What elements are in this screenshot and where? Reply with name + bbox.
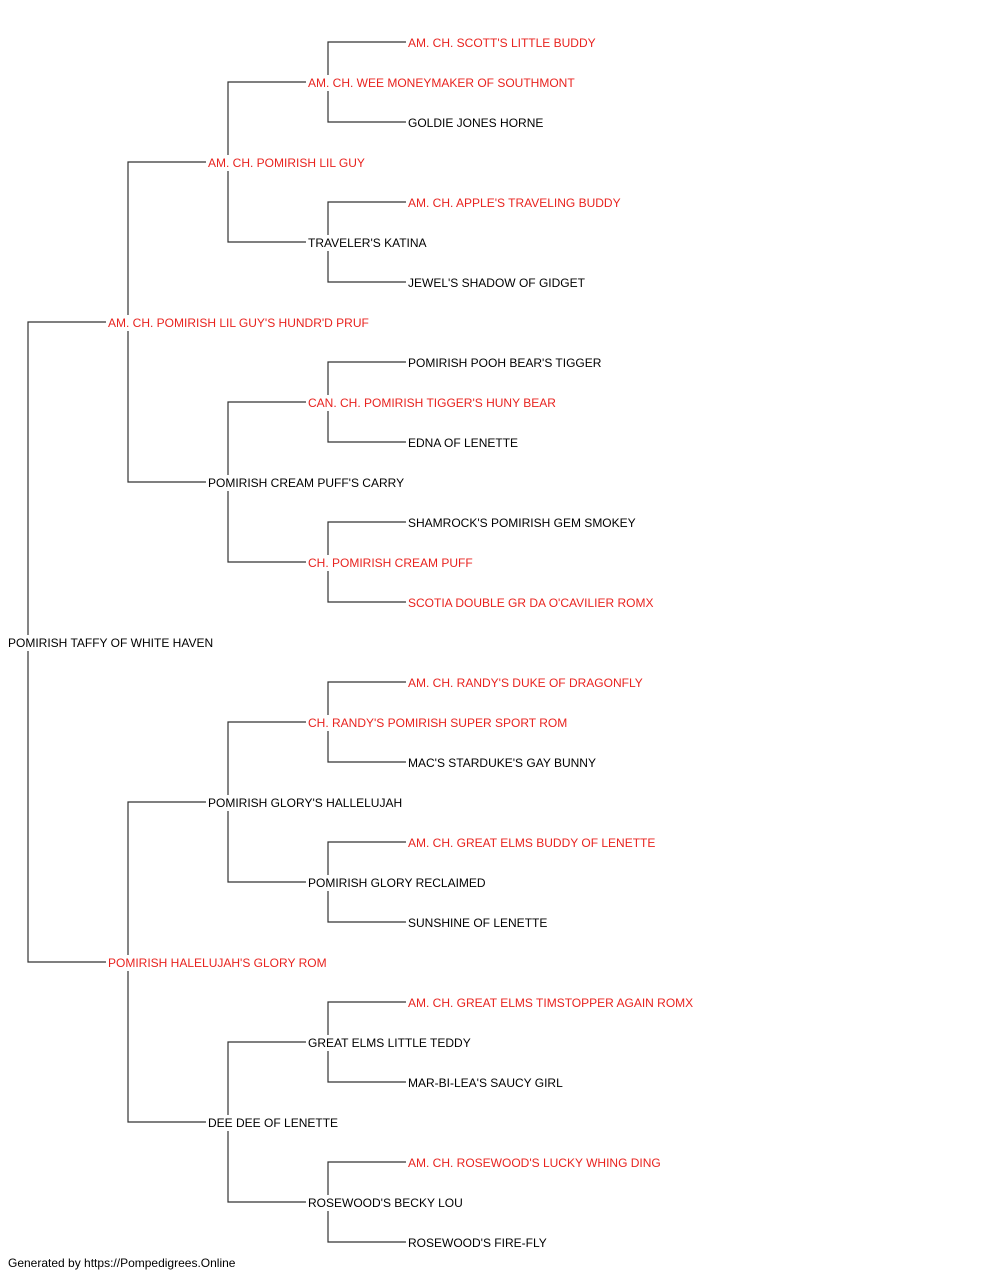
dog-sire-sire-dam-sire-dam: DENDY'S MISS AMERICA <box>508 0 650 3</box>
connector-dam-dam-sire <box>227 1041 306 1115</box>
dog-sire-sire-sire: AM. CH. WEE MONEYMAKER OF SOUTHMONT <box>308 76 575 90</box>
dog-sire-dam-dam-dam: SCOTIA DOUBLE GR DA O'CAVILIER ROMX <box>408 596 653 610</box>
connector-dam-sire <box>127 801 206 955</box>
connector-dam-sire-sire-sire <box>327 681 406 715</box>
dog-sire-sire-dam-dam: JEWEL'S SHADOW OF GIDGET <box>408 276 586 290</box>
dog-sire-dam-dam-dam-dam: AM. CH. SCOTIA CAV'S LAY A-WAY BROCHURE <box>508 0 775 3</box>
connector-sire-dam-sire-sire <box>327 361 406 395</box>
dog-dam-sire-dam-dam: SUNSHINE OF LENETTE <box>408 916 547 930</box>
connector-dam-sire-dam-sire <box>327 841 406 875</box>
connector-dam-sire-dam <box>227 811 306 883</box>
dog-dam-dam-dam-sire-dam: WEE LUCKY DIGGER <box>508 0 629 3</box>
dog-dam-sire-dam: POMIRISH GLORY RECLAIMED <box>308 876 486 890</box>
connector-sire-dam-dam-dam <box>327 571 406 603</box>
dog-dam-dam-dam: ROSEWOOD'S BECKY LOU <box>308 1196 463 1210</box>
dog-dam-sire-dam-sire-sire: AM. CH. GREAT ELMS TIMSTOPPER'S IMAGE RO… <box>508 0 797 3</box>
dog-dam-dam-sire-sire: AM. CH. GREAT ELMS TIMSTOPPER AGAIN ROMX <box>408 996 693 1010</box>
dog-dam-sire-sire-sire-sire: BISCH. CORN'S DUKE DRAGONFLY <box>508 0 711 3</box>
connector-sire-sire-sire <box>227 81 306 155</box>
connector-dam-dam-sire-sire <box>327 1001 406 1035</box>
connector-dam-dam <box>127 971 206 1123</box>
dog-sire-dam-sire: CAN. CH. POMIRISH TIGGER'S HUNY BEAR <box>308 396 556 410</box>
dog-sire-sire-dam-dam-dam: GIDGET'S JEWEL <box>508 0 608 3</box>
dog-dam-dam-dam-sire-sire: AM. CH. VAN HOOZER'S LUCKY WHING DING <box>508 0 767 3</box>
connector-sire-sire-dam-dam <box>327 251 406 283</box>
dog-dam-dam-dam-sire: AM. CH. ROSEWOOD'S LUCKY WHING DING <box>408 1156 661 1170</box>
connector-sire-dam-sire-dam <box>327 411 406 443</box>
connector-sire-sire-dam <box>227 171 306 243</box>
dog-sire-dam-sire-sire-dam: AM. CH. POMIRISH POOH BEAR <box>508 0 691 3</box>
dog-sire-dam-sire-dam-dam: LITTLE BIT OF HONEY II <box>508 0 645 3</box>
dog-sire-dam-dam: CH. POMIRISH CREAM PUFF <box>308 556 473 570</box>
dog-dam-sire-sire-sire-dam: MAC'S FANCYDUKE'S WEE WENDY <box>508 0 711 3</box>
connector-dam-sire-sire-dam <box>327 731 406 763</box>
connector-sire-dam-dam <box>227 491 306 563</box>
connector-sire-sire <box>127 161 206 315</box>
dog-sire-sire-dam-dam-sire: TIMSTOPPER'S SHADOW GAY <box>508 0 681 3</box>
dog-dam-sire: POMIRISH GLORY'S HALLELUJAH <box>208 796 402 810</box>
dog-dam: POMIRISH HALELUJAH'S GLORY ROM <box>108 956 327 970</box>
dog-sire-sire-sire-sire: AM. CH. SCOTT'S LITTLE BUDDY <box>408 36 596 50</box>
dog-sire-dam-sire-sire: POMIRISH POOH BEAR'S TIGGER <box>408 356 602 370</box>
connector-sire-dam-sire <box>227 401 306 475</box>
dog-root: POMIRISH TAFFY OF WHITE HAVEN <box>8 636 213 650</box>
dog-sire-sire-dam-sire-sire: DENDY'S LITTLE MAN OF JILLTARA <box>508 0 709 3</box>
dog-dam-sire-dam-sire-dam: DEE DEE OF LENETTE <box>508 0 638 3</box>
dog-dam-sire-sire-sire: AM. CH. RANDY'S DUKE OF DRAGONFLY <box>408 676 643 690</box>
dog-sire-sire-dam: TRAVELER'S KATINA <box>308 236 427 250</box>
dog-dam-dam-dam-dam: ROSEWOOD'S FIRE-FLY <box>408 1236 547 1250</box>
dog-dam-sire-sire: CH. RANDY'S POMIRISH SUPER SPORT ROM <box>308 716 567 730</box>
dog-sire-sire: AM. CH. POMIRISH LIL GUY <box>208 156 365 170</box>
dog-sire-sire-sire-dam-dam: TRUDY JOY <box>508 0 576 3</box>
dog-sire-sire-dam-sire: AM. CH. APPLE'S TRAVELING BUDDY <box>408 196 621 210</box>
connector-dam-sire-dam-dam <box>327 891 406 923</box>
connector-sire-sire-sire-dam <box>327 91 406 123</box>
dog-sire-dam-sire-dam: EDNA OF LENETTE <box>408 436 518 450</box>
dog-sire: AM. CH. POMIRISH LIL GUY'S HUNDR'D PRUF <box>108 316 369 330</box>
dog-sire-dam-dam-sire: SHAMROCK'S POMIRISH GEM SMOKEY <box>408 516 636 530</box>
dog-sire-dam-dam-sire-dam: CH. MORENO'S LADY B GOOD <box>508 0 682 3</box>
dog-dam-dam-dam-dam-dam: ROSEWOOD'S SCARLETT O'HARA <box>508 0 705 3</box>
dog-sire-dam-dam-dam-sire: AM. CH. SCOTIA CAV'S SPECTACULAR ROM <box>508 0 761 3</box>
connector-sire-dam <box>127 331 206 483</box>
dog-dam-dam-dam-dam-sire: WEELAND'S TONIE <box>508 0 617 3</box>
dog-dam-sire-sire-dam: MAC'S STARDUKE'S GAY BUNNY <box>408 756 596 770</box>
connector-dam-sire-sire <box>227 721 306 795</box>
dog-dam-sire-sire-dam-dam: PAMTUFS STAR OF DISHEROON <box>508 0 695 3</box>
dog-dam-dam-sire-dam-sire: AM. CH. LEMAY'S LITTLE REBEL ROUSER <box>508 0 747 3</box>
dog-dam-dam-sire-dam-dam: MAR-BI-LEA'S JACKLIN GIRL <box>508 0 671 3</box>
dog-dam-dam-sire-sire-sire: AM. CH. GREAT ELMS LITTLE TIMSTOPPER ROM… <box>508 0 796 3</box>
dog-dam-dam-sire: GREAT ELMS LITTLE TEDDY <box>308 1036 471 1050</box>
dog-dam-dam: DEE DEE OF LENETTE <box>208 1116 338 1130</box>
connector-sire-sire-dam-sire <box>327 201 406 235</box>
dog-dam-dam-sire-dam: MAR-BI-LEA'S SAUCY GIRL <box>408 1076 563 1090</box>
footer-credit: Generated by https://Pompedigrees.Online <box>8 1256 236 1270</box>
connector-dam-dam-dam-dam <box>327 1211 406 1243</box>
dog-sire-sire-sire-dam: GOLDIE JONES HORNE <box>408 116 543 130</box>
connector-sire-dam-dam-sire <box>327 521 406 555</box>
dog-dam-dam-sire-sire-dam: CH. GREAT ELMS LITTLE DEBBY II <box>508 0 705 3</box>
dog-sire-dam-sire-sire-sire: CH. D-NEE'S DARIN' DINADAN ROM <box>508 0 711 3</box>
connector-dam-dam-dam-sire <box>327 1161 406 1195</box>
dog-sire-dam: POMIRISH CREAM PUFF'S CARRY <box>208 476 404 490</box>
dog-sire-sire-sire-dam-sire: COBLE'S LITTLE BUDDY <box>508 0 647 3</box>
connector-dam <box>27 651 106 963</box>
dog-dam-sire-sire-dam-sire: BISCH. CORN'S DUKE DRAGONFLY <box>508 0 711 3</box>
connector-dam-dam-dam <box>227 1131 306 1203</box>
connector-dam-dam-sire-dam <box>327 1051 406 1083</box>
connector-sire <box>27 321 106 635</box>
dog-sire-dam-dam-sire-sire: MORENO'S SUNNY SAN OF HADLEIGH <box>508 0 730 3</box>
dog-dam-sire-dam-sire: AM. CH. GREAT ELMS BUDDY OF LENETTE <box>408 836 655 850</box>
connector-sire-sire-sire-sire <box>327 41 406 75</box>
dog-sire-dam-sire-dam-sire: AM. CH. GREAT ELMS BUDDY OF LENETTE <box>508 0 755 3</box>
